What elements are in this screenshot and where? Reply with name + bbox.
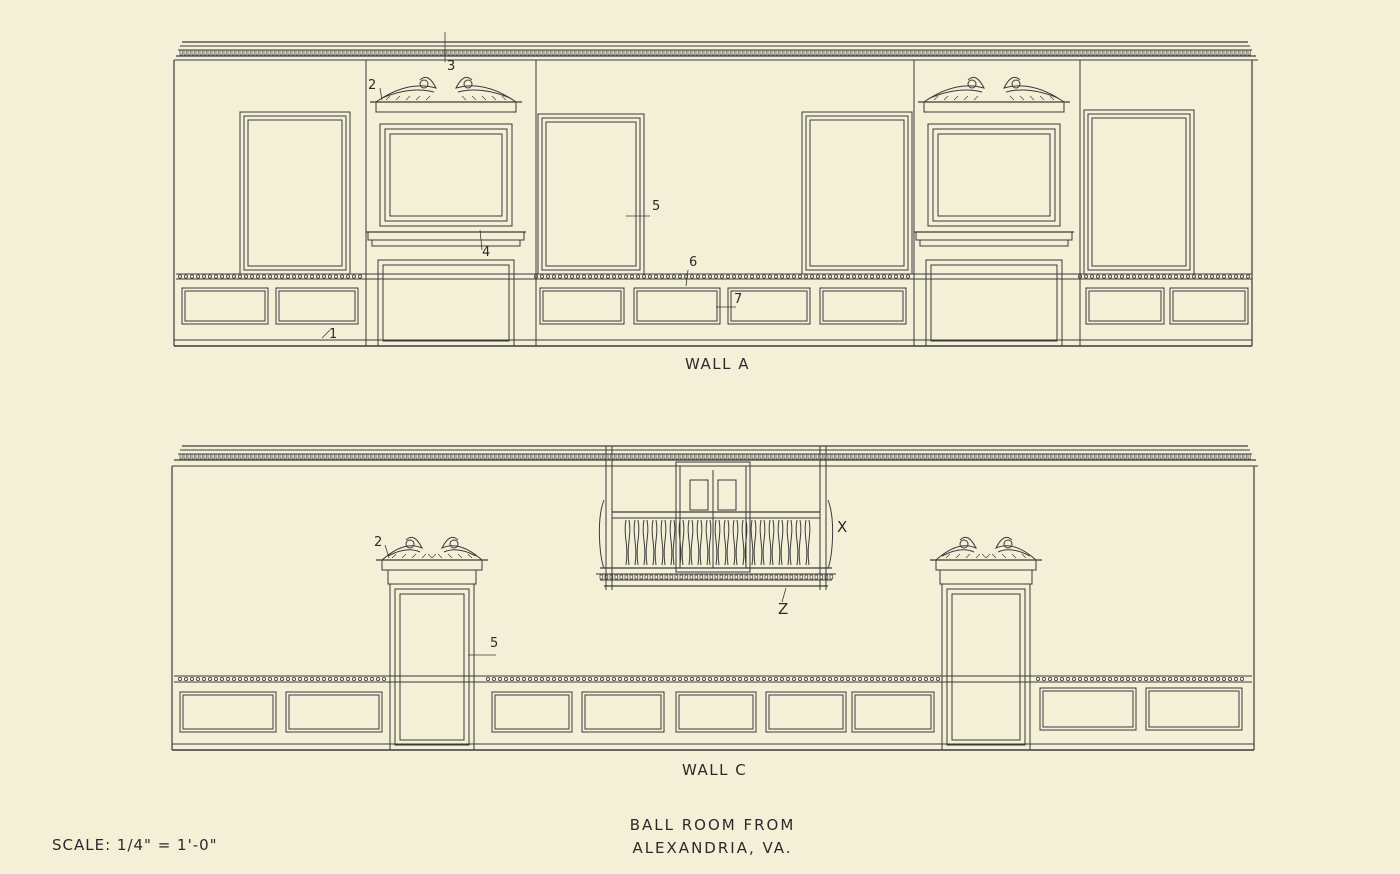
wall-a-title: WALL A	[685, 355, 751, 373]
plate-title-line-2: ALEXANDRIA, VA.	[632, 839, 793, 857]
plate-title-line-1: BALL ROOM FROM	[629, 816, 796, 834]
callout-4: 4	[482, 245, 491, 260]
callout-c-5: 5	[490, 636, 499, 651]
callout-3: 3	[447, 59, 456, 74]
wall-c-elevation	[171, 445, 1258, 751]
callout-z: Z	[778, 600, 789, 618]
callout-c-2: 2	[374, 535, 383, 550]
wall-c-title: WALL C	[682, 761, 748, 779]
callout-x: X	[837, 518, 848, 536]
callout-2: 2	[368, 78, 377, 93]
wall-a-elevation	[173, 32, 1258, 347]
scale-note: SCALE: 1/4" = 1'-0"	[52, 836, 218, 854]
callout-7: 7	[734, 292, 743, 307]
callout-6: 6	[689, 255, 698, 270]
callout-5: 5	[652, 199, 661, 214]
callout-1: 1	[329, 327, 338, 342]
